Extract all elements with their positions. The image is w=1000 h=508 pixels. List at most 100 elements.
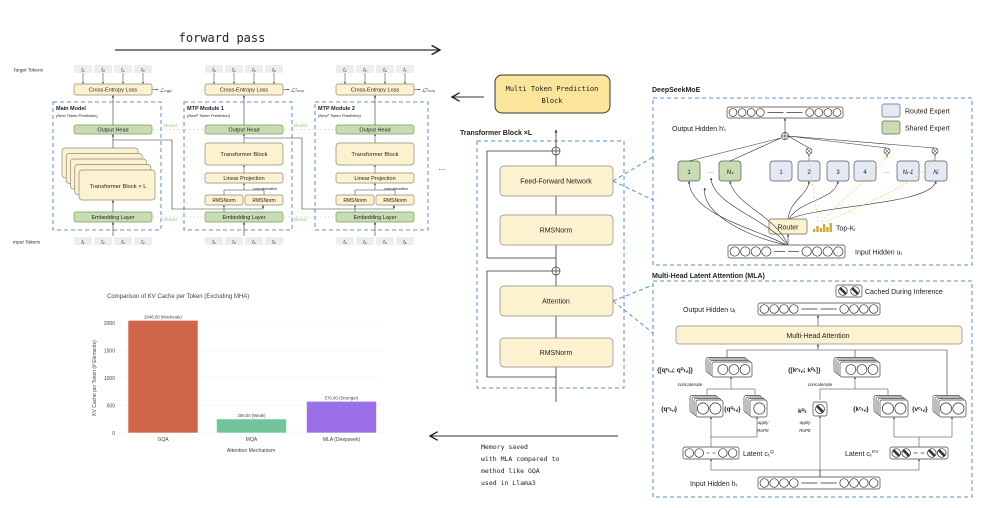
k-concat-heads-cell xyxy=(845,364,857,375)
q-apply-rope-label: apply xyxy=(758,420,770,425)
output-head-label: Output Head xyxy=(228,128,259,134)
mla-output-hidden-label: Output Hidden uₜ xyxy=(683,307,736,314)
module-subtitle: (Next³ Token Prediction) xyxy=(318,113,362,118)
input-to-shared-expert xyxy=(709,177,788,246)
routed-expert-ellipsis: ··· xyxy=(884,170,890,176)
mla-output-hidden-vector-cell xyxy=(779,304,789,314)
y-tick-label: 500 xyxy=(107,403,116,409)
topk-bar xyxy=(813,229,816,232)
mtp-block-box xyxy=(494,74,611,114)
k-concat-bracket xyxy=(819,388,889,400)
input-to-shared-expert xyxy=(703,187,787,246)
k-rope-label: RoPE xyxy=(799,428,812,433)
y-tick-label: 1500 xyxy=(104,348,115,354)
vc-label: {vᶜₜ,ᵢ} xyxy=(912,406,928,413)
input-token-label: t₆ xyxy=(403,240,406,246)
x-tick-label: MLA (Deepseek) xyxy=(323,437,361,443)
linear-projection-label: Linear Projection xyxy=(223,176,264,182)
input-tokens-label: Input Tokens xyxy=(13,240,41,246)
loss-symbol: ℒₘₐᵢₙ xyxy=(160,87,173,94)
latent-kv-vector-cell-hatch xyxy=(892,449,901,457)
attention-inputs-bus xyxy=(726,349,948,398)
input-token xyxy=(74,237,92,245)
rmsnorm-bottom-box xyxy=(499,337,614,368)
mla-dashed-box xyxy=(652,280,973,498)
mtp-block-label-2: Block xyxy=(541,97,563,105)
mla-output-hidden-vector-cell xyxy=(769,304,779,314)
latent-q-vector-cell xyxy=(684,448,694,458)
routed-expert-label: 4 xyxy=(863,170,867,176)
topk-bar xyxy=(819,228,822,232)
input-token xyxy=(376,237,394,245)
input-token-label: t₃ xyxy=(232,240,235,246)
target-token xyxy=(225,65,243,73)
module-subtitle: (Next² Token Prediction) xyxy=(187,113,231,118)
gated-to-sum xyxy=(787,135,810,149)
memory-note-line: method like GQA xyxy=(481,467,540,475)
target-token-label: t₅ xyxy=(141,68,144,74)
target-token-label: t₃ xyxy=(101,68,104,74)
cached-legend-label: Cached During Inference xyxy=(865,289,943,296)
target-token-label: t₄ xyxy=(343,68,346,74)
target-token-label: t₄ xyxy=(121,68,124,74)
moe-output-hidden-vector-cell xyxy=(805,108,814,117)
routed-expert xyxy=(853,160,877,182)
rmsnorm-label: RMSNorm xyxy=(212,198,235,204)
kr-cached-icon-hatch xyxy=(815,404,825,414)
mtp1-to-mtp2-link xyxy=(244,137,396,210)
moe-input-hidden-vector-cell xyxy=(729,246,740,257)
mla-input-hidden-vector xyxy=(757,476,881,490)
mla-output-hidden-vector-cell xyxy=(869,304,879,314)
target-token xyxy=(245,65,263,73)
bar-gqa xyxy=(127,320,199,434)
input-token xyxy=(245,237,263,245)
module-title: Main Model xyxy=(56,106,86,112)
mla-output-hidden-vector xyxy=(757,302,881,316)
routed-expert-label: Nᵣ xyxy=(933,170,939,176)
transformer-block-label: Transformer Block xyxy=(351,152,398,158)
mla-input-hidden-vector-cell xyxy=(759,478,769,488)
latent-kv-label-sup: KV xyxy=(872,449,879,455)
qc-label: {qᶜₜ,ᵢ} xyxy=(661,406,678,413)
mla-output-hidden-vector-cell xyxy=(789,304,799,314)
input-token xyxy=(134,237,152,245)
gate-multiply-b xyxy=(884,148,890,154)
moe-input-hidden-vector-cell xyxy=(750,246,761,257)
mtp-block-label: Multi Token Prediction xyxy=(506,85,599,93)
target-token xyxy=(376,65,394,73)
shared-expert-label: 1 xyxy=(687,169,691,176)
rmsnorm-label: RMSNorm xyxy=(343,198,366,204)
mla-input-hidden-vector-cell xyxy=(779,478,789,488)
routed-expert-label: Nᵣ-1 xyxy=(903,170,914,176)
topk-bar xyxy=(822,224,826,232)
input-token-label: t₅ xyxy=(383,240,386,246)
output-head-label: Output Head xyxy=(359,128,390,134)
x-tick-label: MQA xyxy=(246,437,258,443)
latent-q-label-sup: Q xyxy=(770,449,774,455)
kr-label: kᴿₜ xyxy=(798,408,807,415)
target-token xyxy=(94,65,112,73)
moe-output-hidden-vector xyxy=(726,106,844,119)
transformer-block-stack-label: Transformer Block × L xyxy=(90,184,148,190)
output-head-label: Output Head xyxy=(97,128,128,134)
k-concat-heads-cell xyxy=(867,364,879,375)
mla-output-hidden-vector-cell xyxy=(839,304,849,314)
latent-kv-label: Latent cₜKV xyxy=(845,449,879,458)
ffn-label: Feed-Forward Network xyxy=(520,179,592,186)
linear-projection-label: Linear Projection xyxy=(354,176,395,182)
latent-kv-to-kc xyxy=(893,417,920,447)
transformer-block-stack-layer xyxy=(78,169,156,201)
target-token-label: t₃ xyxy=(212,68,215,74)
mla-input-hidden-vector-cell xyxy=(849,478,859,488)
gated-to-sum xyxy=(787,135,888,149)
target-token-label: t₅ xyxy=(363,68,366,74)
latent-kv-vector-cell-hatch xyxy=(902,449,911,457)
mla-input-hidden-label: Input Hidden hₜ xyxy=(690,481,738,488)
moe-input-hidden-vector-cell xyxy=(740,246,751,257)
shared-expert-to-sum xyxy=(688,137,782,162)
attention-zoom-connector-top xyxy=(612,284,654,302)
module-title: MTP Module 1 xyxy=(187,106,224,112)
ffn-zoom-connector-bottom xyxy=(612,180,654,201)
y-tick-label: 0 xyxy=(112,431,115,437)
multi-head-attention-label: Multi-Head Attention xyxy=(786,333,849,340)
